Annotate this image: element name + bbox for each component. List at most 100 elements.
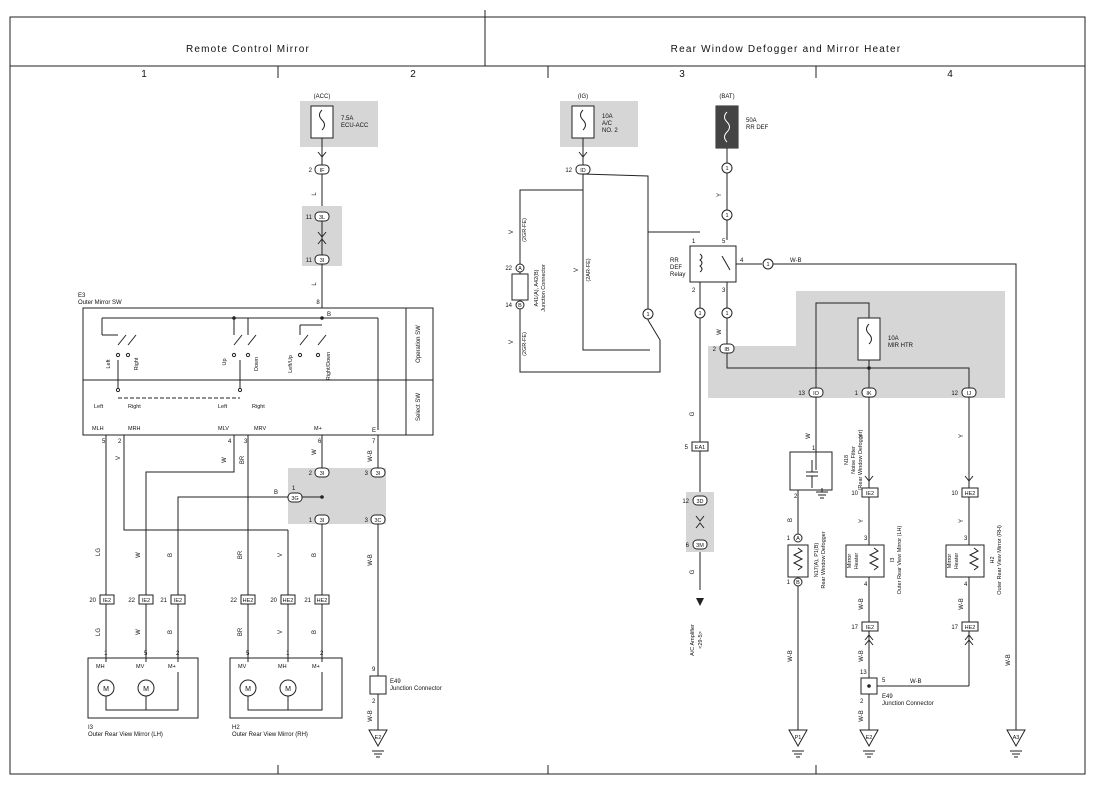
svg-text:3C: 3C — [374, 518, 381, 524]
svg-text:1: 1 — [286, 651, 290, 657]
svg-text:Left/Up: Left/Up — [288, 355, 294, 373]
svg-text:(2GR-FE): (2GR-FE) — [522, 332, 528, 356]
svg-text:IE2: IE2 — [174, 598, 182, 604]
svg-text:W-B: W-B — [788, 650, 794, 662]
svg-text:7: 7 — [372, 439, 376, 445]
svg-text:17: 17 — [951, 625, 958, 631]
svg-text:W-B: W-B — [368, 710, 374, 722]
svg-text:RR: RR — [670, 258, 679, 264]
svg-text:10A: 10A — [602, 114, 613, 120]
svg-text:BR: BR — [240, 455, 246, 464]
mirror-lh-id: I3 — [88, 725, 94, 731]
svg-text:1: 1 — [725, 166, 728, 172]
svg-text:1: 1 — [725, 213, 728, 219]
acc-fuse-rating: 7.5A — [341, 116, 353, 122]
svg-text:B: B — [274, 490, 278, 496]
svg-text:B: B — [168, 553, 174, 557]
svg-text:12: 12 — [565, 168, 572, 174]
svg-text:1: 1 — [292, 486, 296, 492]
zone-2: 2 — [410, 69, 416, 80]
svg-text:RR DEF: RR DEF — [746, 125, 769, 131]
svg-text:3: 3 — [722, 288, 726, 294]
svg-text:Right/Down: Right/Down — [326, 352, 332, 380]
svg-text:P1: P1 — [795, 735, 802, 741]
svg-text:(IG): (IG) — [578, 94, 588, 100]
svg-text:Right: Right — [134, 357, 140, 370]
svg-text:14: 14 — [505, 303, 512, 309]
svg-text:8: 8 — [316, 300, 320, 306]
ground-icon — [859, 729, 879, 748]
svg-text:V: V — [278, 553, 284, 557]
svg-text:3L: 3L — [319, 215, 325, 221]
mirror-lh-box — [87, 657, 199, 719]
svg-text:M+: M+ — [312, 664, 320, 670]
fuse-ac-no2 — [571, 105, 595, 139]
svg-text:MV: MV — [238, 664, 247, 670]
svg-text:Mirror: Mirror — [847, 554, 853, 569]
svg-text:B: B — [312, 630, 318, 634]
svg-text:MLV: MLV — [218, 426, 229, 432]
svg-text:(2AR-FE): (2AR-FE) — [586, 258, 592, 281]
svg-text:2: 2 — [794, 494, 798, 500]
svg-text:N18: N18 — [844, 455, 850, 465]
svg-text:2: 2 — [309, 471, 313, 477]
svg-text:MRV: MRV — [254, 426, 266, 432]
svg-text:W: W — [312, 449, 318, 455]
svg-text:IE2: IE2 — [866, 625, 874, 631]
svg-text:9: 9 — [372, 667, 376, 673]
svg-text:B: B — [327, 312, 331, 318]
svg-text:22: 22 — [230, 598, 237, 604]
svg-text:ID: ID — [580, 168, 586, 174]
svg-text:G: G — [690, 569, 696, 574]
svg-text:11: 11 — [306, 258, 313, 264]
svg-text:Right: Right — [252, 404, 265, 410]
ac-amplifier-label: A/C Amplifier — [690, 624, 696, 656]
svg-text:W-B: W-B — [368, 554, 374, 566]
svg-text:Down: Down — [254, 357, 260, 371]
svg-text:L: L — [312, 282, 318, 286]
svg-text:Left: Left — [218, 404, 228, 410]
svg-text:50A: 50A — [746, 118, 757, 124]
svg-text:2: 2 — [320, 651, 324, 657]
mirror-rh-box — [229, 657, 343, 719]
junction-e49-left — [369, 675, 387, 695]
zone-4: 4 — [947, 69, 953, 80]
section-title-defogger: Rear Window Defogger and Mirror Heater — [671, 44, 902, 55]
svg-text:B: B — [168, 630, 174, 634]
svg-text:(2GR-FE): (2GR-FE) — [522, 218, 528, 242]
svg-text:12: 12 — [951, 391, 958, 397]
noise-filter — [789, 451, 833, 491]
svg-text:1: 1 — [787, 580, 791, 586]
svg-text:22: 22 — [128, 598, 135, 604]
svg-text:HE2: HE2 — [283, 598, 294, 604]
svg-text:HE2: HE2 — [317, 598, 328, 604]
svg-text:E2: E2 — [375, 735, 382, 741]
ground-icon — [1006, 729, 1026, 748]
svg-text:W-B: W-B — [368, 450, 374, 462]
svg-text:IB: IB — [724, 347, 730, 353]
resistor-icon — [868, 547, 880, 571]
svg-text:1: 1 — [725, 311, 728, 317]
svg-text:4: 4 — [864, 582, 868, 588]
svg-text:(BAT): (BAT) — [719, 94, 734, 100]
svg-text:E: E — [372, 428, 376, 434]
svg-text:W-B: W-B — [959, 598, 965, 610]
svg-text:13: 13 — [860, 670, 867, 676]
svg-text:20: 20 — [89, 598, 96, 604]
svg-text:IE2: IE2 — [866, 491, 874, 497]
svg-text:Heater: Heater — [854, 553, 860, 570]
svg-text:3: 3 — [864, 536, 868, 542]
svg-text:G: G — [690, 411, 696, 416]
svg-text:W-B: W-B — [859, 710, 865, 722]
svg-text:17: 17 — [851, 625, 858, 631]
switch-name: Outer Mirror SW — [78, 300, 122, 306]
svg-text:4: 4 — [228, 439, 232, 445]
svg-text:21: 21 — [160, 598, 167, 604]
svg-text:W: W — [136, 629, 142, 635]
svg-text:10: 10 — [851, 491, 858, 497]
svg-text:MRH: MRH — [128, 426, 141, 432]
svg-text:Outer Rear View Mirror (RH): Outer Rear View Mirror (RH) — [997, 525, 1003, 595]
svg-text:5: 5 — [144, 651, 148, 657]
zone-1: 1 — [141, 69, 147, 80]
